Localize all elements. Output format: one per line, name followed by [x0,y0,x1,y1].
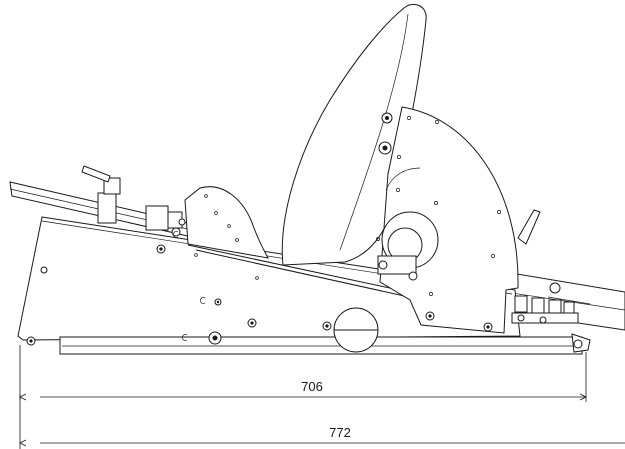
side-guide-plate [184,186,269,259]
clamp-assembly [81,165,186,237]
small-holes [173,116,501,341]
dimension-label-772: 772 [329,425,351,440]
bolts [26,112,547,346]
dimension-772 [19,345,625,449]
dimension-label-706: 706 [301,379,323,394]
roller-drum [377,211,439,275]
base-plate [59,333,591,355]
lever-handle [517,209,541,245]
lower-roller [333,307,379,353]
dimension-706 [19,352,587,402]
